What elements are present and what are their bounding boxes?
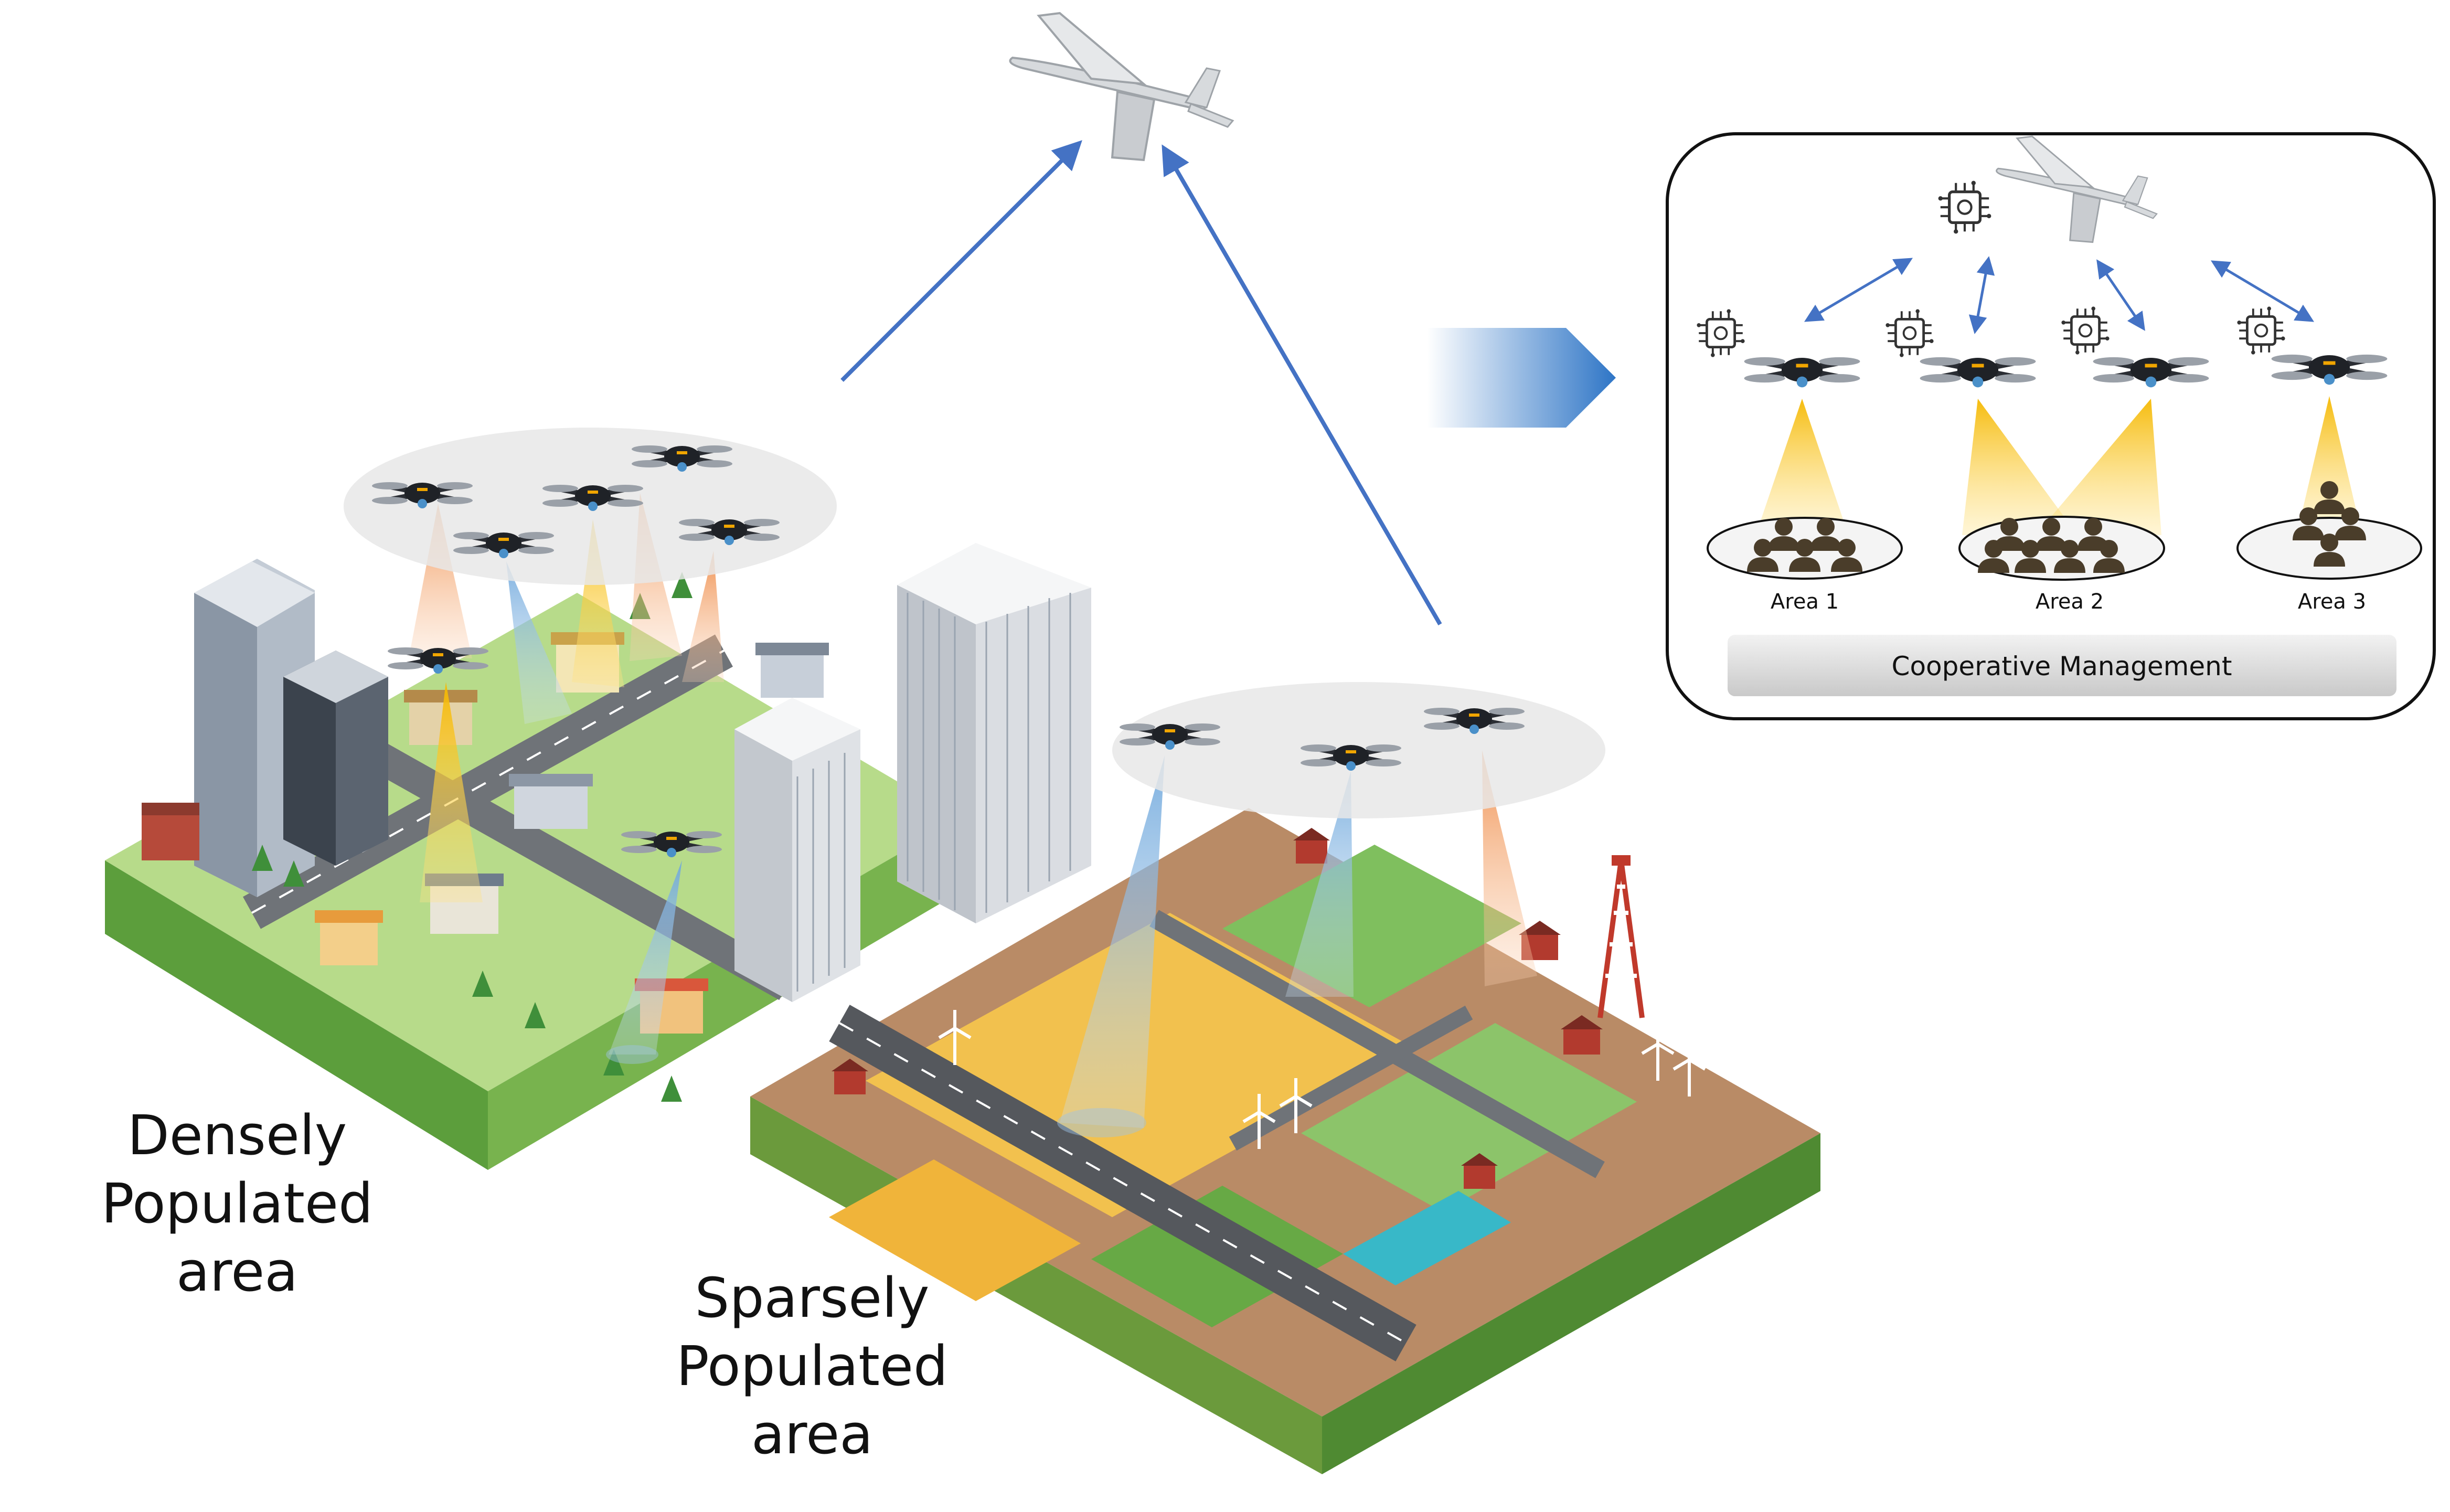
uplink-arrows — [840, 140, 1442, 626]
area-2-label: Area 2 — [2036, 590, 2104, 614]
wind-turbine-icon — [938, 1010, 1706, 1149]
svg-text:area: area — [751, 1402, 873, 1466]
svg-text:Populated: Populated — [676, 1334, 948, 1398]
svg-text:Sparsely: Sparsely — [695, 1266, 929, 1330]
cell-tower-icon — [1597, 855, 1645, 1018]
transfer-arrow-icon — [1427, 328, 1616, 428]
svg-text:Densely: Densely — [127, 1103, 347, 1167]
svg-text:area: area — [176, 1240, 298, 1304]
svg-text:Populated: Populated — [101, 1172, 373, 1236]
area-3-label: Area 3 — [2298, 590, 2366, 614]
cooperative-management-inset: Area 1 Area 2 Area 3 Cooperative Managem… — [1666, 132, 2436, 720]
cooperative-management-label: Cooperative Management — [1892, 651, 2232, 682]
sparse-swarm — [1112, 682, 1605, 818]
fixed-wing-uav-icon — [1009, 12, 1234, 161]
area-1-label: Area 1 — [1771, 590, 1839, 614]
dense-swarm — [344, 428, 837, 857]
dense-area-label: Densely Populated area — [101, 1103, 373, 1304]
sparse-area-label: Sparsely Populated area — [676, 1266, 948, 1466]
